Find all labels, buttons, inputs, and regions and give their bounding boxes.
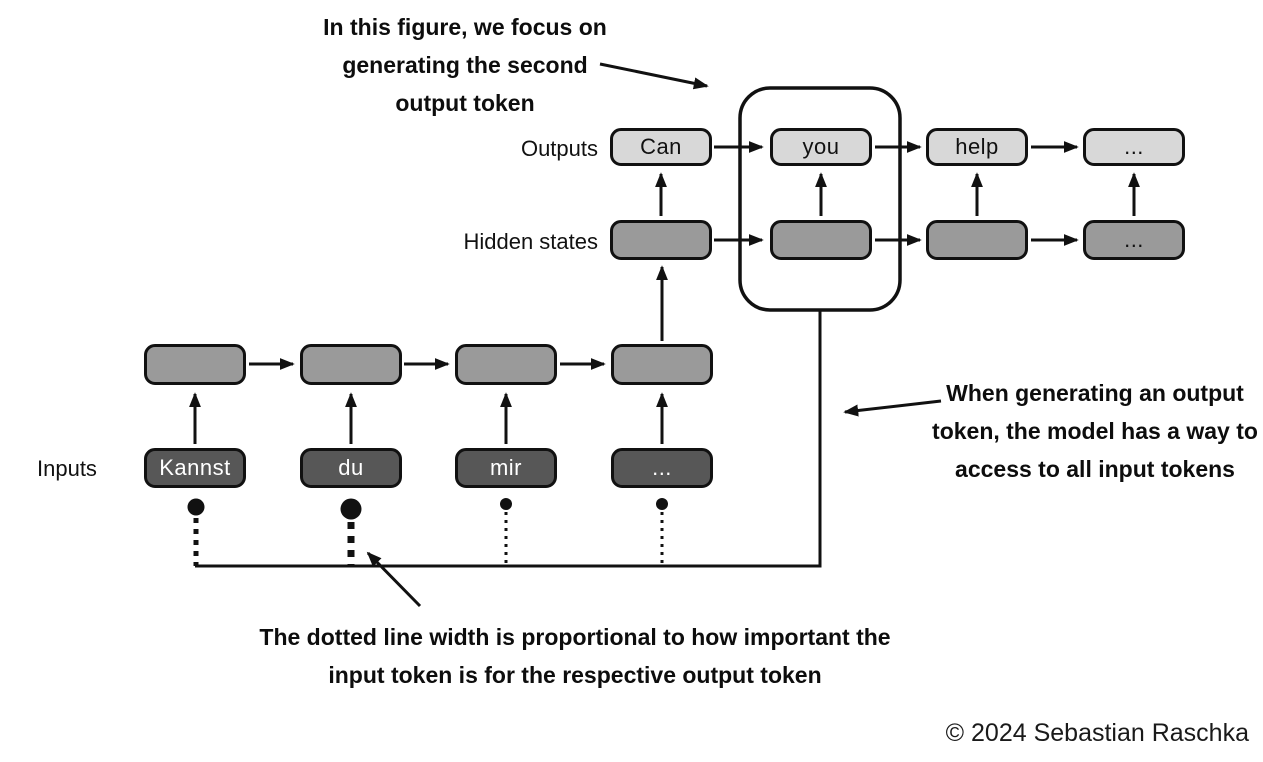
encoder-state-box [455,344,557,385]
dotted-line-annotation-line: input token is for the respective output… [328,662,822,688]
attention-dots [187,498,668,520]
focus-annotation-line: output token [395,90,535,116]
hidden-state-box: ... [1083,220,1185,260]
access-annotation-arrow [843,399,942,417]
dotted-annotation-arrow [366,551,422,608]
output-token-box: ... [1083,128,1185,166]
input-token-box: mir [455,448,557,488]
access-annotation: When generating an output token, the mod… [930,374,1260,488]
output-token-box: help [926,128,1028,166]
dotted-line-annotation-line: The dotted line width is proportional to… [259,624,891,650]
output-token-box: you [770,128,872,166]
input-token-box: Kannst [144,448,246,488]
context-access-line [195,310,822,568]
outputs-row-label: Outputs [520,136,598,161]
focus-annotation-line: generating the second [342,52,588,78]
access-annotation-line: token, the model has a way to [932,418,1258,444]
attention-dot-mir [500,498,512,510]
encoder-state-box [611,344,713,385]
hidden-state-box [926,220,1028,260]
attention-dot-kannst [187,498,205,516]
attention-dot-du [340,498,362,520]
encoder-state-box [144,344,246,385]
focus-annotation-line: In this figure, we focus on [323,14,607,40]
inputs-row-label: Inputs [37,456,97,481]
encoder-state-box [300,344,402,385]
input-token-box: du [300,448,402,488]
access-annotation-line: When generating an output [946,380,1244,406]
hidden-states-row-label: Hidden states [463,229,598,254]
access-annotation-line: access to all input tokens [955,456,1235,482]
focus-annotation: In this figure, we focus on generating t… [270,8,660,122]
attention-dot-ellipsis [656,498,668,510]
attention-dashed-lines [193,512,664,566]
input-token-box: ... [611,448,713,488]
hidden-state-box [610,220,712,260]
input-to-encoder-arrows [189,392,668,444]
hidden-to-output-arrows [655,172,1140,216]
copyright-notice: © 2024 Sebastian Raschka [945,719,1249,747]
hidden-state-box [770,220,872,260]
output-token-box: Can [610,128,712,166]
focus-annotation-arrow [599,62,709,90]
dotted-line-annotation: The dotted line width is proportional to… [240,618,910,694]
